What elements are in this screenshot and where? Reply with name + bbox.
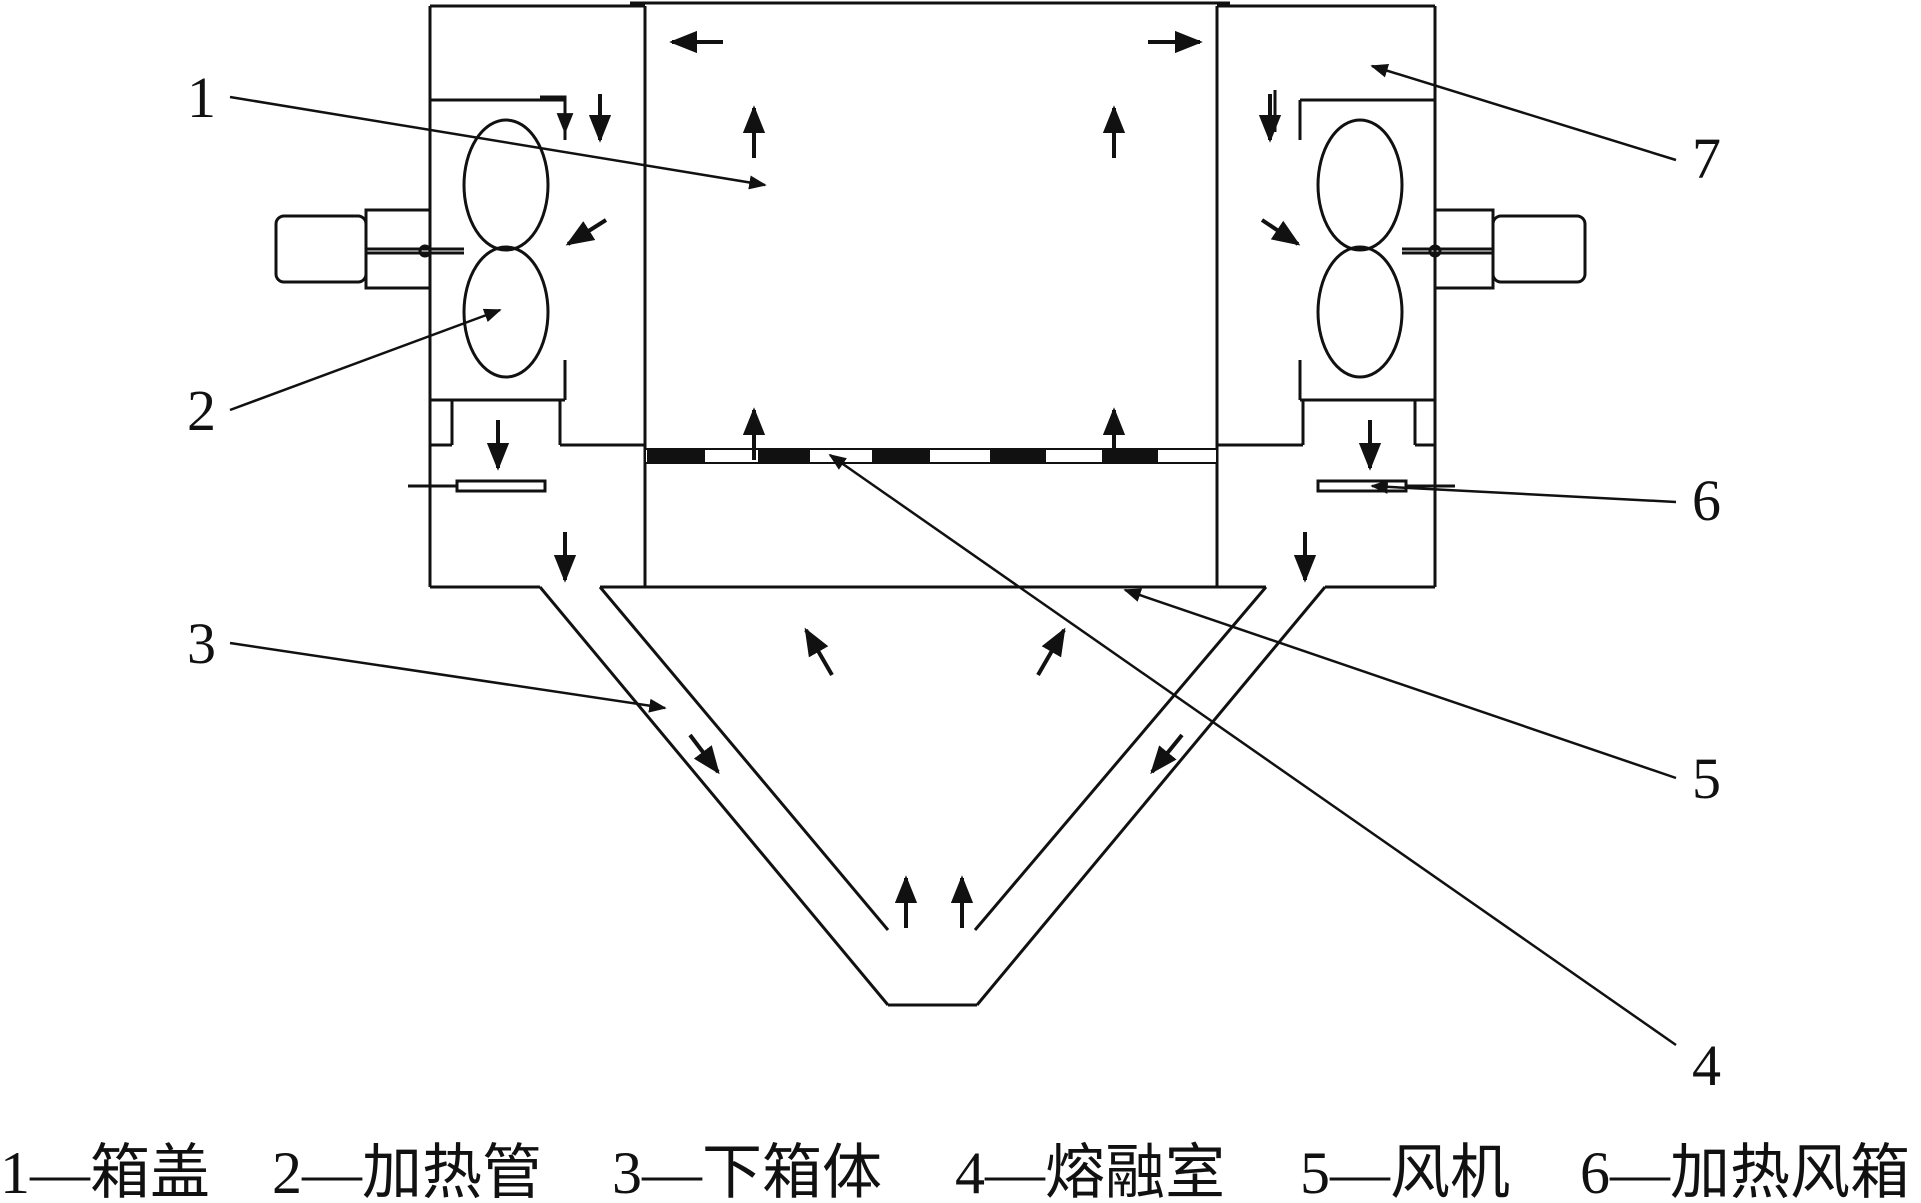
right-motor (1402, 208, 1587, 290)
melting-plate (644, 448, 1218, 464)
caption-item-6: 6—加热风箱 (1580, 1140, 1910, 1203)
caption-item-3: 3—下箱体 (612, 1140, 882, 1203)
left-fan-upper-lobe (462, 118, 550, 252)
flow-arrows (486, 30, 1382, 928)
inner-duct (598, 586, 1268, 931)
label-5: 5 (1692, 746, 1721, 811)
left-heater-plate (455, 479, 547, 493)
lower-hopper (538, 585, 1327, 1007)
caption-item-4: 4—熔融室 (955, 1140, 1225, 1203)
label-6: 6 (1692, 468, 1721, 533)
caption-item-1: 1—箱盖 (0, 1140, 210, 1203)
label-2: 2 (187, 378, 216, 443)
leader-lines (229, 63, 1677, 1047)
bent-arrows (540, 90, 1302, 380)
caption-item-2: 2—加热管 (272, 1140, 542, 1203)
label-4: 4 (1692, 1033, 1721, 1098)
label-7: 7 (1692, 126, 1721, 191)
left-housing (428, 4, 647, 589)
right-fan-upper-lobe (1316, 118, 1404, 252)
label-1: 1 (187, 65, 216, 130)
left-motor (274, 208, 464, 290)
right-fan-lower-lobe (1316, 245, 1404, 379)
label-3: 3 (187, 611, 216, 676)
caption-item-5: 5—风机 (1300, 1140, 1510, 1203)
left-fan-lower-lobe (462, 245, 550, 379)
right-housing (1215, 4, 1437, 589)
